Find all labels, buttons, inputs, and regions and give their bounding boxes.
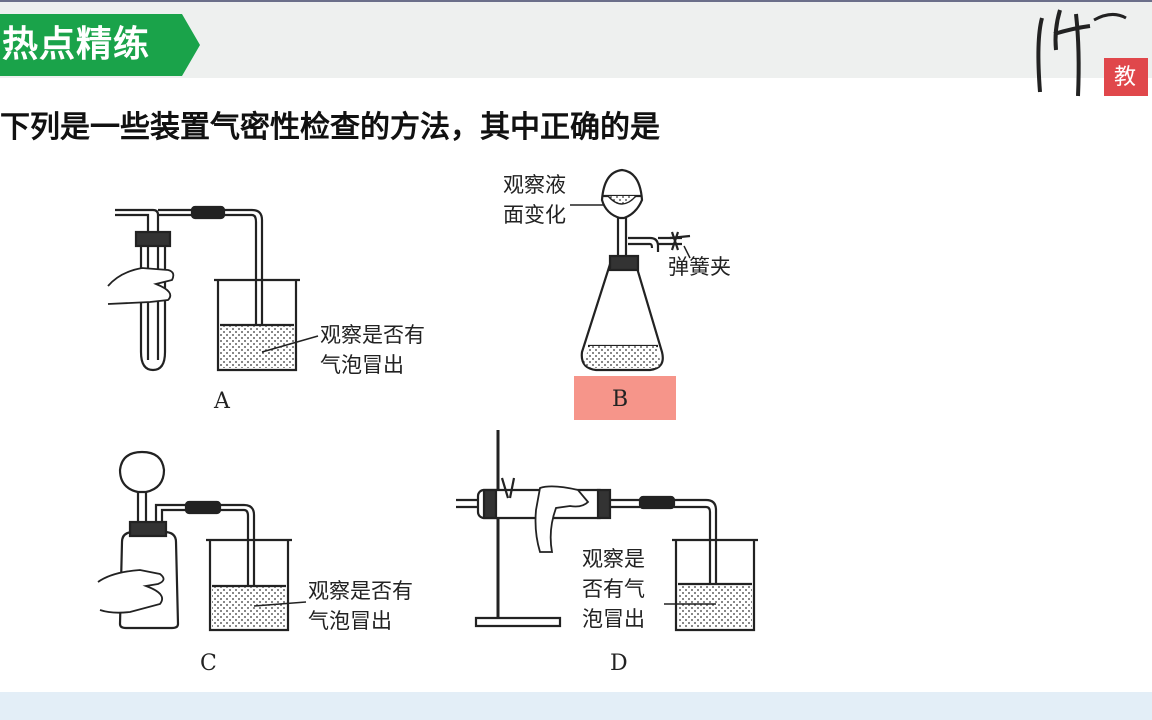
figure-c-caption: 观察是否有 气泡冒出 C: [200, 579, 413, 676]
answer-highlight: [574, 376, 676, 420]
figure-a-caption-line-2: 气泡冒出: [320, 353, 404, 377]
bottom-band: [0, 692, 1152, 720]
title-tag: [0, 14, 200, 76]
figure-b-caption-top-2: 面变化: [503, 203, 566, 227]
figure-d-caption: 观察是 否有气 泡冒出 D: [582, 547, 645, 676]
figure-b-caption: 观察液 面变化 弹簧夹 B: [503, 173, 731, 412]
figure-a-label: A: [213, 389, 231, 414]
figure-c-label: C: [200, 651, 217, 676]
figure-d-caption-line-1: 观察是: [582, 547, 645, 571]
figure-c-caption-line-2: 气泡冒出: [308, 609, 392, 633]
figure-c: [97, 450, 307, 632]
figure-a: [107, 205, 319, 372]
figure-b-caption-top-1: 观察液: [503, 173, 566, 197]
figure-a-caption-line-1: 观察是否有: [320, 323, 425, 347]
figure-d: [456, 430, 758, 632]
section-title: 热点精练: [2, 24, 151, 65]
figure-d-caption-line-3: 泡冒出: [582, 607, 645, 631]
logo: [1036, 9, 1148, 97]
figure-a-caption: 观察是否有 气泡冒出 A: [213, 323, 425, 414]
figure-b-caption-side: 弹簧夹: [668, 255, 731, 279]
question-text: 下列是一些装置气密性检查的方法，其中正确的是: [0, 110, 660, 145]
figure-d-caption-line-2: 否有气: [582, 577, 645, 601]
figure-b-label: B: [612, 387, 628, 412]
figure-d-label: D: [610, 651, 628, 676]
logo-badge: 教: [1113, 65, 1136, 90]
figure-c-caption-line-1: 观察是否有: [308, 579, 413, 603]
figure-b: [570, 168, 691, 372]
apparatus-figures: 观察是否有 气泡冒出 A 观察液 面变化 弹簧夹 B: [97, 168, 758, 676]
